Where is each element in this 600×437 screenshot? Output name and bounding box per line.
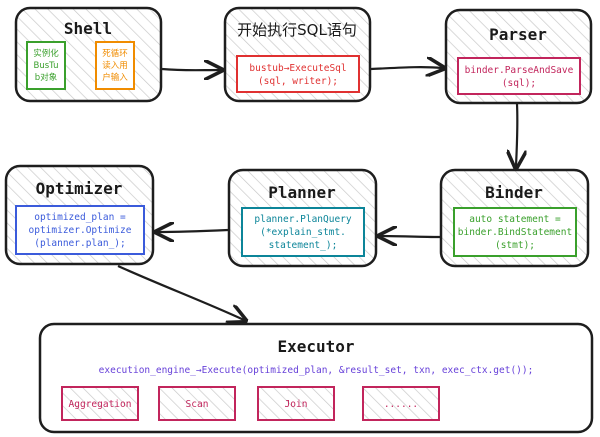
shell-instantiate-box: 实例化 BusTu b对象 [26, 41, 66, 90]
planner-code-line2: (*explain_stmt. [260, 227, 346, 238]
parser-code-line1: binder.ParseAndSave [465, 65, 574, 76]
shell-sub2-line2: 读入用 [102, 60, 128, 71]
execute-sql-code-line2: (sql, writer); [258, 76, 338, 87]
binder-code-line1: auto statement = [469, 214, 561, 225]
arrow-planner-to-optimizer [158, 230, 229, 232]
execute-sql-title: 开始执行SQL语句 [237, 21, 357, 39]
arrow-executesql-to-parser [370, 67, 442, 69]
arrow-optimizer-to-executor [117, 264, 244, 320]
optimizer-code-line1: optimized_plan = [34, 212, 126, 223]
shell-title: Shell [64, 19, 112, 38]
parser-title: Parser [489, 25, 547, 44]
optimizer-code-line3: (planner.plan_); [34, 238, 126, 249]
op-aggregation-label: Aggregation [69, 399, 132, 410]
op-scan-label: Scan [186, 399, 209, 410]
op-more-label: ...... [384, 399, 418, 410]
shell-sub1-line2: BusTu [34, 61, 59, 71]
parser-code-line2: (sql); [502, 78, 536, 89]
optimizer-node: Optimizer optimized_plan = optimizer.Opt… [4, 164, 155, 266]
arrow-shell-to-executesql [161, 69, 220, 70]
op-join: Join [257, 386, 335, 421]
shell-loop-box: 死循环 读入用 户输入 [95, 41, 135, 90]
planner-code-line3: statement_); [269, 240, 338, 251]
planner-node: Planner planner.PlanQuery (*explain_stmt… [227, 168, 378, 268]
optimizer-title: Optimizer [36, 179, 123, 198]
op-scan: Scan [158, 386, 236, 421]
shell-sub2-line1: 死循环 [102, 48, 128, 59]
planner-code-line1: planner.PlanQuery [254, 214, 352, 225]
shell-sub1-line1: 实例化 [33, 48, 59, 59]
arrow-binder-to-planner [381, 236, 441, 237]
shell-sub2-line3: 户输入 [102, 72, 128, 83]
planner-title: Planner [268, 183, 335, 202]
shell-sub1-line3: b对象 [35, 72, 58, 83]
executor-node: Executor execution_engine_→Execute(optim… [38, 322, 594, 434]
execute-sql-code-line1: bustub→ExecuteSql [249, 63, 346, 74]
parser-node: Parser binder.ParseAndSave (sql); [444, 8, 593, 105]
binder-code-line3: (stmt); [495, 240, 535, 251]
op-aggregation: Aggregation [61, 386, 139, 421]
executor-title: Executor [277, 337, 354, 356]
binder-title: Binder [485, 183, 543, 202]
executor-code: execution_engine_→Execute(optimized_plan… [99, 365, 534, 376]
optimizer-code-line2: optimizer.Optimize [29, 225, 132, 236]
op-more: ...... [362, 386, 440, 421]
arrow-parser-to-binder [516, 103, 517, 166]
binder-code-line2: binder.BindStatement [458, 227, 572, 238]
execute-sql-node: 开始执行SQL语句 bustub→ExecuteSql (sql, writer… [223, 6, 372, 103]
op-join-label: Join [285, 399, 308, 410]
shell-node: Shell 实例化 BusTu b对象 死循环 读入用 户输入 [14, 6, 163, 103]
binder-node: Binder auto statement = binder.BindState… [439, 168, 590, 268]
